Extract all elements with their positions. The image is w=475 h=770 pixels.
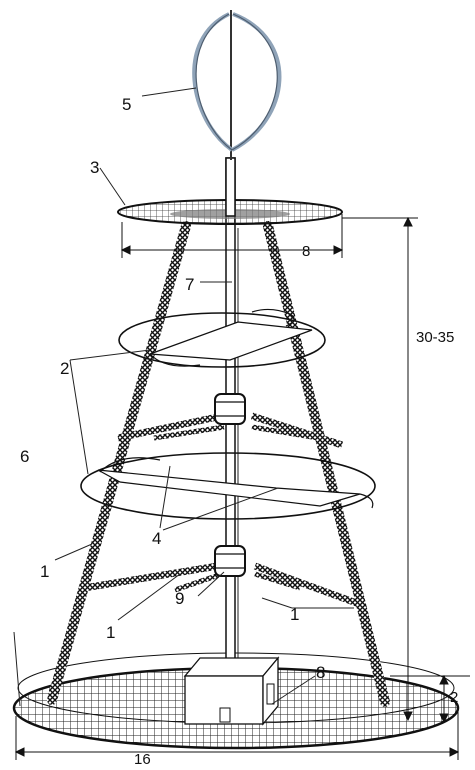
label-2: 2 bbox=[60, 359, 69, 378]
dimension-lines bbox=[14, 214, 470, 760]
dim-height: 30-35 bbox=[416, 329, 454, 346]
label-7: 7 bbox=[185, 275, 194, 294]
upper-panel bbox=[118, 308, 326, 368]
label-4: 4 bbox=[152, 529, 161, 548]
label-3: 3 bbox=[90, 158, 99, 177]
wind-rotor bbox=[192, 10, 282, 160]
lower-panel bbox=[80, 452, 376, 520]
generator-box bbox=[183, 656, 280, 726]
label-5: 5 bbox=[122, 95, 131, 114]
top-platform bbox=[117, 157, 343, 225]
dim-top-diameter: 8 bbox=[302, 243, 310, 260]
label-1b: 1 bbox=[106, 623, 115, 642]
tower-legs bbox=[47, 221, 390, 707]
label-8-generator: 8 bbox=[316, 663, 325, 682]
mast-couplings bbox=[214, 393, 246, 577]
label-6: 6 bbox=[20, 447, 29, 466]
dim-base-height: 2 bbox=[450, 689, 458, 706]
label-1c: 1 bbox=[290, 605, 299, 624]
leader-lines bbox=[13, 87, 354, 707]
label-9: 9 bbox=[175, 589, 184, 608]
label-1a: 1 bbox=[40, 562, 49, 581]
tower-braces bbox=[83, 412, 364, 609]
dim-base-diameter: 16 bbox=[134, 751, 151, 765]
